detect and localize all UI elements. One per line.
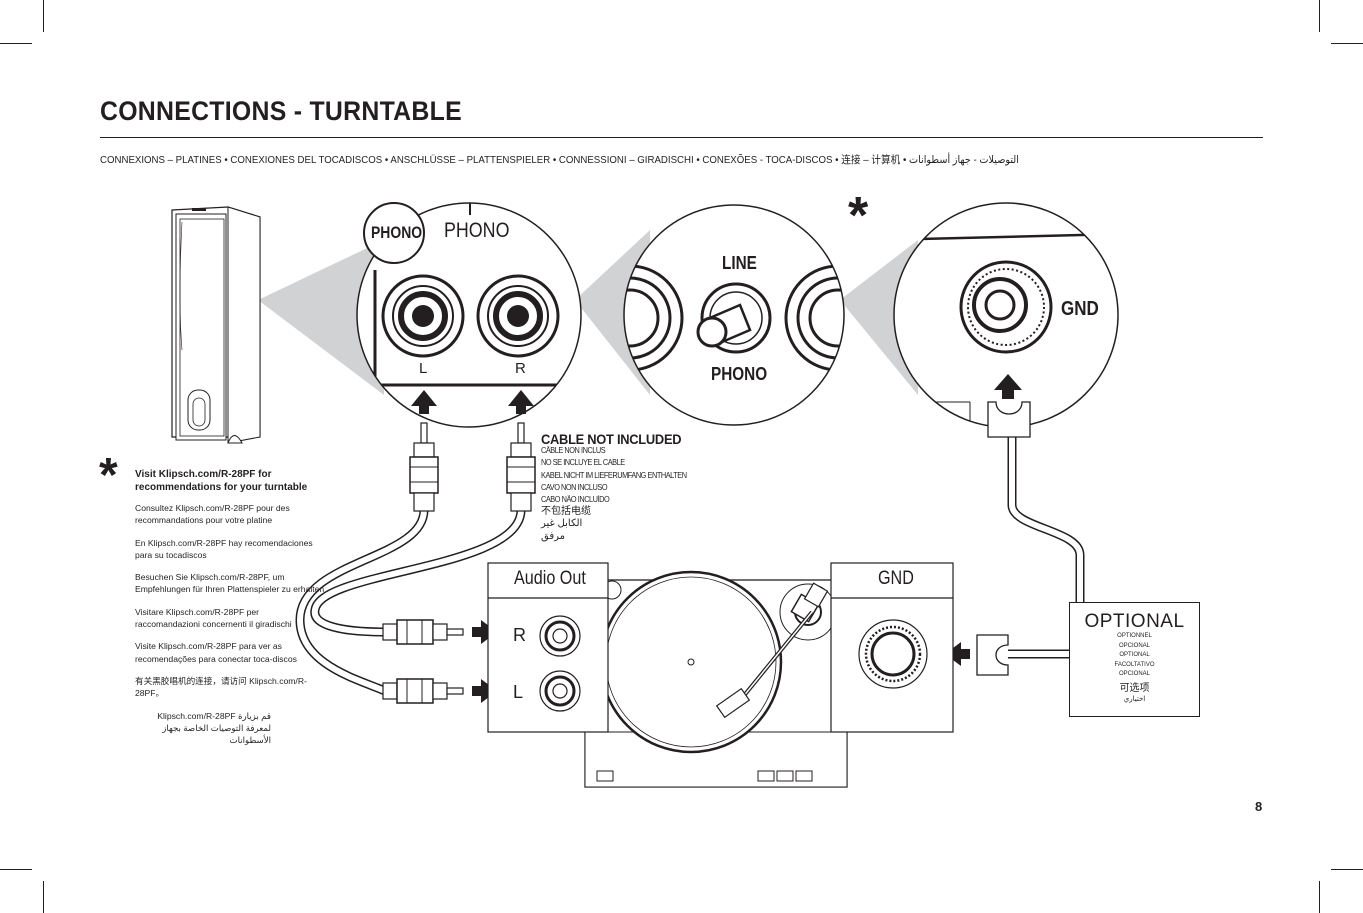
recommendations-zh: 有关黑胶唱机的连接，请访问 Klipsch.com/R-28PF。 (135, 675, 307, 699)
turntable (584, 570, 848, 788)
crop-mark (1331, 869, 1363, 870)
switch-label-phono: PHONO (711, 364, 768, 384)
cable-note-heading: CABLE NOT INCLUDED (541, 431, 682, 447)
rca-jack-left (381, 274, 465, 358)
zoom-gnd-terminal (893, 202, 1119, 428)
zoom-cone (840, 240, 918, 395)
recommendations-lead: Visit Klipsch.com/R-28PF for recommendat… (135, 469, 308, 493)
rca-cable (295, 422, 536, 704)
crop-mark (1331, 43, 1363, 44)
cable-not-included-note: CABLE NOT INCLUDED CÂBLE NON INCLUS NO S… (541, 431, 699, 543)
recommendations-note: Visit Klipsch.com/R-28PF for recommendat… (135, 468, 325, 756)
optional-line: OPTIONNEL (1117, 633, 1152, 639)
rca-jack-right (476, 274, 560, 358)
audio-out-label: Audio Out (514, 568, 586, 589)
asterisk-icon: * (848, 187, 869, 245)
speaker (171, 206, 261, 444)
gnd-panel (830, 562, 954, 733)
output-label-l: L (513, 682, 524, 702)
crop-mark (43, 881, 44, 913)
page-title: CONNECTIONS - TURNTABLE (100, 96, 462, 126)
arrow-left (945, 642, 970, 666)
cable-note-line: CÂBLE NON INCLUS (541, 446, 606, 456)
ground-wire (976, 401, 1085, 676)
optional-line: FACOLTATIVO (1114, 661, 1155, 668)
recommendations-de: Besuchen Sie Klipsch.com/R-28PF, um Empf… (135, 572, 325, 595)
zoom-line-phono-switch (623, 204, 845, 426)
crop-mark (43, 0, 44, 32)
crop-mark (1319, 881, 1320, 913)
cable-note-line: NO SE INCLUYE EL CABLE (541, 458, 625, 468)
optional-title: OPTIONAL (1084, 611, 1185, 632)
optional-line: OPTIONAL (1119, 652, 1150, 659)
recommendations-pt: Visite Klipsch.com/R-28PF para ver as re… (135, 641, 297, 664)
optional-line: OPCIONAL (1118, 642, 1150, 649)
arrow-right (472, 620, 497, 703)
phono-badge: PHONO (371, 223, 423, 242)
audio-out-panel (487, 562, 609, 733)
asterisk-icon: * (99, 449, 118, 502)
cable-note-zh: 不包括电缆 (541, 506, 591, 518)
cable-note-line: KABEL NICHT IM LIEFERUMFANG ENTHALTEN (541, 470, 687, 480)
optional-zh: 可选项 (1119, 682, 1150, 694)
crop-mark (1319, 0, 1320, 32)
recommendations-ar: قم بزيارة Klipsch.com/R-28PF لمعرفة التو… (157, 710, 271, 746)
cable-note-line: CAVO NON INCLUSO (541, 482, 608, 492)
arrow-up (411, 374, 1022, 414)
zoom-cone (258, 240, 384, 395)
jack-label-left: L (419, 360, 428, 377)
switch-label-line: LINE (722, 253, 757, 273)
gnd-panel-label: GND (878, 568, 914, 589)
cable-note-ar: الكابل غير مرفق (541, 518, 583, 542)
optional-label-box: OPTIONAL OPTIONNEL OPCIONAL OPTIONAL FAC… (1069, 602, 1200, 717)
output-label-r: R (513, 625, 526, 645)
page-number: 8 (1255, 799, 1263, 814)
optional-line: OPCIONAL (1118, 671, 1150, 678)
recommendations-fr: Consultez Klipsch.com/R-28PF pour des re… (135, 503, 290, 526)
phono-label: PHONO (444, 219, 510, 242)
recommendations-it: Visitare Klipsch.com/R-28PF per raccoman… (135, 606, 292, 630)
cable-note-line: CABO NÃO INCLUÍDO (541, 495, 610, 505)
crop-mark (0, 869, 32, 870)
crop-mark (0, 43, 32, 44)
recommendations-es: En Klipsch.com/R-28PF hay recomendacione… (135, 537, 313, 560)
page-subtitle: CONNEXIONS – PLATINES • CONEXIONES DEL T… (100, 154, 1019, 166)
gnd-terminal-label: GND (1061, 298, 1099, 320)
jack-label-right: R (515, 360, 526, 377)
optional-ar: اختياري (1123, 695, 1146, 703)
title-divider (100, 137, 1263, 138)
